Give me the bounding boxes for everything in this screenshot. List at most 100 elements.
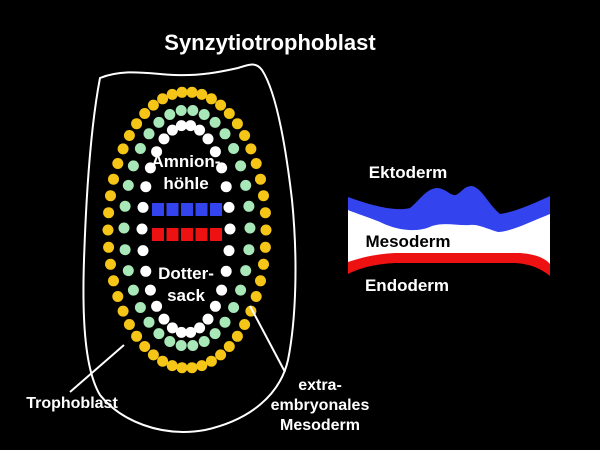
extra-mesoderm-cell xyxy=(119,200,131,212)
inner-cell xyxy=(166,124,178,136)
extra-mesoderm-cell xyxy=(143,316,155,328)
trophoblast-cell xyxy=(103,241,115,253)
trophoblast-cell xyxy=(176,86,188,98)
inner-cell xyxy=(137,245,149,257)
trophoblast-cell xyxy=(258,258,269,270)
trophoblast-cell xyxy=(205,93,217,105)
extra-mesoderm-cell xyxy=(122,179,134,191)
extra-mesoderm-cell xyxy=(127,160,139,172)
trophoblast-cell xyxy=(239,319,251,330)
yolk-sac-label-1: Dotter- xyxy=(158,264,214,283)
extra-mesoderm-cell xyxy=(228,143,240,154)
extra-mesoderm-cell xyxy=(198,336,210,347)
trophoblast-cell xyxy=(112,291,124,302)
trophoblast-cell xyxy=(157,93,169,105)
trophoblast-cell xyxy=(215,99,227,111)
extra-mesoderm-cell xyxy=(240,265,252,277)
title: Synzytiotrophoblast xyxy=(164,30,376,55)
inner-cell xyxy=(216,162,228,174)
ektoderm-cell xyxy=(195,203,208,216)
trophoblast-label: Trophoblast xyxy=(26,395,118,412)
cell-rings xyxy=(102,86,272,374)
trophoblast-cell xyxy=(186,86,198,98)
amnion-label-1: Amnion- xyxy=(152,152,221,171)
inner-cell xyxy=(151,146,163,158)
extra-mesoderm-cell xyxy=(187,105,199,116)
trophoblast-cell xyxy=(139,108,151,119)
extra-mesoderm-pointer xyxy=(249,305,286,373)
inner-cell xyxy=(220,181,232,193)
trophoblast-cell xyxy=(260,224,272,236)
trophoblast-pointer xyxy=(69,344,125,393)
extra-mesoderm-cell xyxy=(219,128,231,140)
ektoderm-cell xyxy=(166,203,179,216)
trophoblast-cell xyxy=(255,275,266,287)
extra-mesoderm-cell xyxy=(153,328,165,340)
trophoblast-cell xyxy=(103,207,115,219)
synzytiotrophoblast-outline xyxy=(82,63,297,433)
trophoblast-cell xyxy=(108,275,119,287)
endoderm-cell xyxy=(181,228,193,241)
extra-mesoderm-cell xyxy=(219,316,231,328)
embryonic-disc xyxy=(152,203,222,241)
yolk-sac-label-2: sack xyxy=(167,286,205,305)
trophoblast-cell xyxy=(123,319,135,330)
inner-cell xyxy=(216,284,228,296)
extra-mesoderm-cell xyxy=(119,244,131,256)
endoderm-cell xyxy=(152,228,164,241)
extra-label-1: extra- xyxy=(298,377,342,394)
extra-mesoderm-cell xyxy=(235,160,247,172)
trophoblast-cell xyxy=(147,99,159,111)
trophoblast-cell xyxy=(223,108,235,119)
inner-cell xyxy=(158,313,170,325)
inner-cell xyxy=(158,133,170,145)
inner-cell xyxy=(224,223,236,235)
inner-cell xyxy=(175,326,187,338)
mesoderm-label: Mesoderm xyxy=(365,232,450,251)
inner-cell xyxy=(194,124,206,136)
trophoblast-cell xyxy=(223,341,235,352)
trophoblast-cell xyxy=(117,305,129,317)
extra-mesoderm-cell xyxy=(164,336,176,347)
ektoderm-cell xyxy=(210,203,222,216)
trophoblast-cell xyxy=(215,349,227,361)
extra-mesoderm-cell xyxy=(209,116,221,128)
ektoderm-band xyxy=(348,186,550,232)
trophoblast-cell xyxy=(117,143,129,155)
extra-mesoderm-cell xyxy=(209,328,221,340)
extra-label-3: Mesoderm xyxy=(280,417,360,434)
inner-cell xyxy=(209,146,221,158)
inner-cell xyxy=(194,322,206,334)
trophoblast-cell xyxy=(112,158,124,169)
trophoblast-cell xyxy=(245,143,257,155)
inner-cell xyxy=(140,181,152,193)
inner-cell xyxy=(202,133,214,145)
inner-cell xyxy=(220,265,232,277)
endoderm-label: Endoderm xyxy=(365,276,449,295)
trophoblast-cell xyxy=(166,360,178,372)
trophoblast-cell xyxy=(123,130,135,141)
inner-cell xyxy=(166,322,178,334)
trophoblast-cell xyxy=(139,341,151,352)
extra-mesoderm-cell xyxy=(175,340,187,351)
extra-mesoderm-cell xyxy=(243,244,255,256)
extra-mesoderm-cell xyxy=(153,116,165,128)
trophoblast-cell xyxy=(259,241,271,253)
extra-mesoderm-cell xyxy=(164,109,176,120)
amnion-label-2: höhle xyxy=(163,174,208,193)
trophoblast-cell xyxy=(196,88,208,100)
inner-cell xyxy=(209,300,221,312)
inner-cell xyxy=(140,265,152,277)
endoderm-cell xyxy=(195,228,208,241)
extra-mesoderm-cell xyxy=(122,265,134,277)
inner-cell xyxy=(185,120,197,132)
inner-cell xyxy=(175,120,187,132)
extra-mesoderm-cell xyxy=(127,284,139,296)
trophoblast-cell xyxy=(147,349,159,361)
inner-cell xyxy=(185,326,197,338)
trophoblast-cell xyxy=(166,88,178,100)
endoderm-cell xyxy=(166,228,179,241)
extra-mesoderm-cell xyxy=(228,302,240,313)
trophoblast-cell xyxy=(105,190,116,202)
